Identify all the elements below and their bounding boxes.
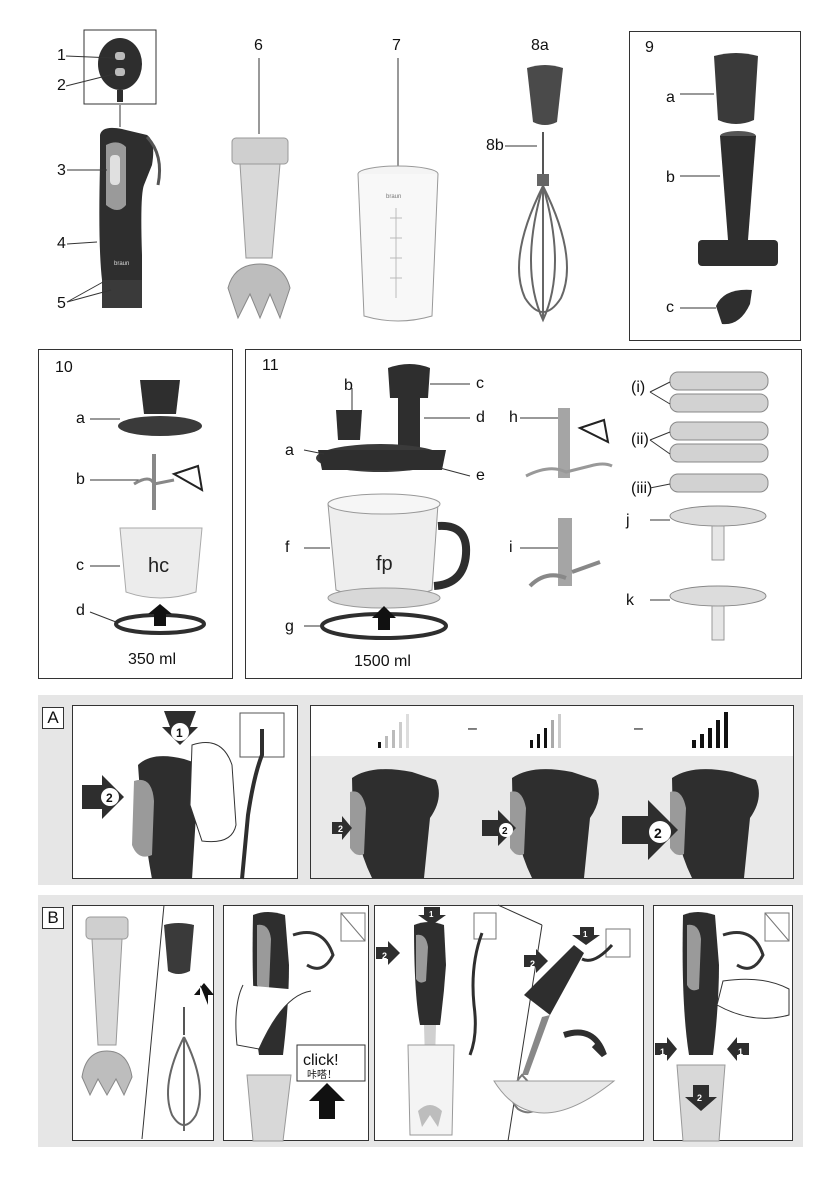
section-b-attach-illustration: click! 咔嗒！ (223, 905, 369, 1141)
part-label-2: 2 (57, 78, 66, 94)
panel-10-label-d: d (76, 603, 85, 619)
speed-low-bars (378, 714, 409, 748)
panel-10-label-b: b (76, 472, 85, 488)
panel-10-capacity: 350 ml (128, 651, 176, 669)
measuring-beaker-illustration: braun (356, 58, 446, 328)
step-1-mark: 1 (176, 726, 183, 740)
blades-illustration (520, 402, 620, 622)
speed-separator-1: – (468, 721, 477, 737)
panel-10-label-c: c (76, 558, 84, 574)
panel-11-label-k: k (626, 593, 634, 609)
section-b-use-illustration: 2 1 1 2 (374, 905, 644, 1141)
b-detach-step-2: 2 (697, 1093, 702, 1103)
hc-bowl-mark: hc (148, 555, 169, 577)
speed-blender-mid: 2 (482, 769, 599, 878)
panel-11-label-i1: (i) (631, 380, 645, 396)
speed-separator-2: – (634, 721, 643, 737)
section-b-detach-illustration: 1 1 2 (653, 905, 793, 1141)
leader-lines-3-5 (67, 170, 127, 290)
speed-mid-step-2: 2 (502, 826, 508, 837)
part-label-4: 4 (57, 236, 66, 252)
chopper-350-illustration: hc (90, 374, 230, 634)
fp-bowl-mark: fp (376, 553, 393, 575)
speed-indicators (312, 706, 792, 756)
speed-blender-illustrations: 2 2 2 (312, 758, 792, 878)
panel-11-title: 11 (262, 358, 279, 374)
click-label-cn: 咔嗒！ (307, 1069, 337, 1081)
panel-11-label-j: j (626, 513, 630, 529)
speed-blender-high: 2 (622, 769, 759, 878)
panel-9-illustration (680, 44, 800, 344)
part-label-1: 1 (57, 48, 66, 64)
panel-11-label-i: i (509, 540, 513, 556)
b-use-step-2: 2 (382, 951, 387, 961)
food-processor-illustration: fp (300, 358, 500, 648)
panel-10-title: 10 (55, 360, 73, 376)
panel-11-label-h: h (509, 410, 518, 426)
section-a-letter: A (42, 707, 64, 729)
discs-illustration (650, 370, 800, 650)
whisk-illustration (505, 58, 585, 348)
part-label-9a: a (666, 90, 675, 106)
blender-shaft-illustration (224, 58, 294, 288)
speed-low-step-2: 2 (338, 824, 343, 834)
b-whisk-step-1: 1 (583, 930, 588, 939)
part-label-9c: c (666, 300, 674, 316)
speed-blender-low: 2 (332, 769, 439, 878)
part-label-8a: 8a (531, 38, 549, 54)
part-label-6: 6 (254, 38, 263, 54)
panel-11-label-a: a (285, 443, 294, 459)
panel-11-label-g: g (285, 619, 294, 635)
section-b-letter: B (42, 907, 64, 929)
speed-high-bars (692, 712, 728, 748)
beaker-brand-logo: braun (386, 194, 401, 200)
click-label: click! (303, 1052, 339, 1069)
part-label-5: 5 (57, 296, 66, 312)
panel-11-capacity: 1500 ml (354, 653, 411, 671)
b-detach-step-1-right: 1 (738, 1047, 743, 1057)
part-label-7: 7 (392, 38, 401, 54)
b-use-step-1: 1 (429, 910, 434, 919)
panel-11-label-f: f (285, 540, 289, 556)
part-label-8b: 8b (486, 138, 504, 154)
part-label-9: 9 (645, 40, 654, 56)
panel-10-label-a: a (76, 411, 85, 427)
section-a-hand-illustration: 1 2 (72, 705, 298, 879)
b-detach-step-1-left: 1 (660, 1047, 665, 1057)
speed-mid-bars (530, 714, 561, 748)
section-b-attachments-illustration (72, 905, 214, 1141)
step-2-mark: 2 (106, 791, 113, 805)
part-label-9b: b (666, 170, 675, 186)
b-whisk-step-2: 2 (530, 959, 535, 969)
part-label-3: 3 (57, 163, 66, 179)
panel-11-label-i2: (ii) (631, 432, 649, 448)
speed-high-step-2: 2 (654, 825, 662, 841)
